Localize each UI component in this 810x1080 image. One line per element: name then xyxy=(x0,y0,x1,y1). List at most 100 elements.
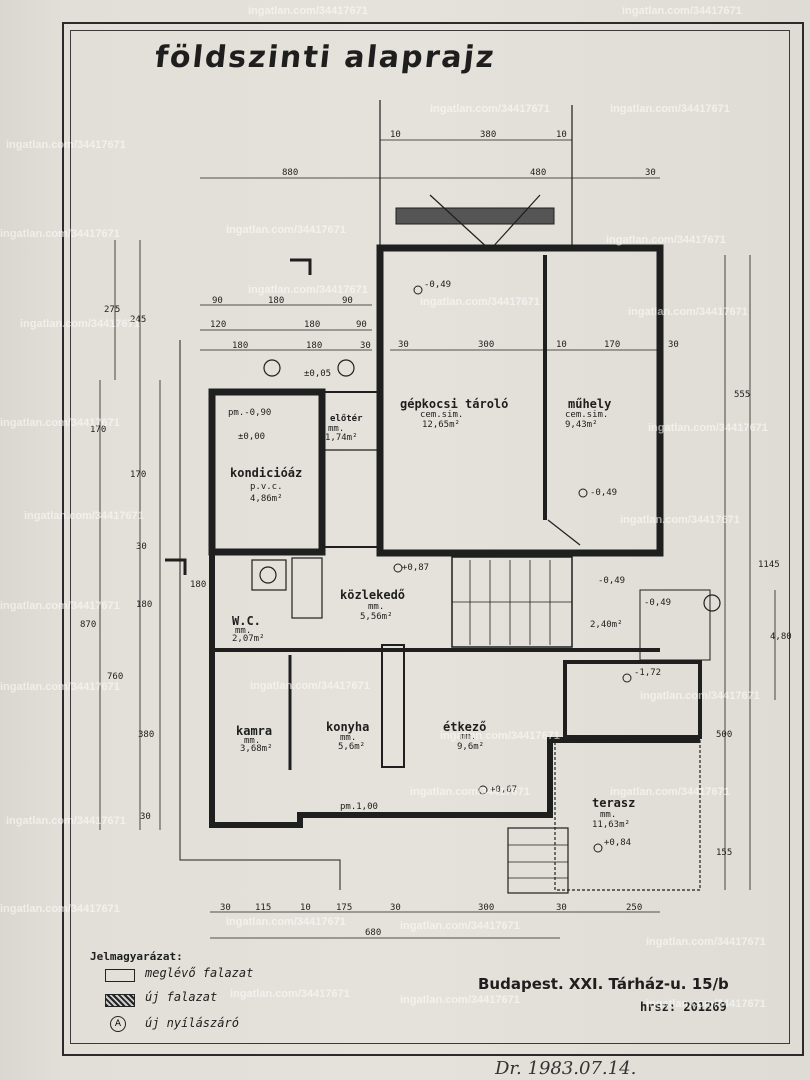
level-label: ±0,00 xyxy=(238,432,266,442)
dimension-label: 880 xyxy=(282,168,299,178)
level-label: -1,72 xyxy=(634,668,662,678)
watermark-text: ingatlan.com/34417671 xyxy=(646,998,766,1010)
watermark-text: ingatlan.com/34417671 xyxy=(226,224,346,236)
dimension-label: 10 xyxy=(300,903,311,913)
new-opening-symbol-icon: A xyxy=(110,1016,126,1032)
room-stair-area: 2,40m² xyxy=(590,620,623,630)
dimension-label: 30 xyxy=(398,340,409,350)
signature-date: Dr. 1983.07.14. xyxy=(495,1058,637,1079)
dimension-label: 680 xyxy=(365,928,382,938)
room-dining-floor: mm. xyxy=(460,732,477,742)
room-garage-name: gépkocsi tároló xyxy=(400,397,509,411)
dimension-label: 1145 xyxy=(758,560,780,570)
watermark-text: ingatlan.com/34417671 xyxy=(226,916,346,928)
watermark-text: ingatlan.com/34417671 xyxy=(248,5,368,17)
room-closet-name: előtér xyxy=(330,414,363,424)
dimension-label: 180 xyxy=(304,320,321,330)
level-label: +0,87 xyxy=(402,563,430,573)
dimension-label: 500 xyxy=(716,730,733,740)
level-label: -0,49 xyxy=(590,488,618,498)
dimension-label: 10 xyxy=(390,130,401,140)
dimension-label: 10 xyxy=(556,130,567,140)
watermark-text: ingatlan.com/34417671 xyxy=(6,139,126,151)
watermark-text: ingatlan.com/34417671 xyxy=(646,936,766,948)
dimension-label: 90 xyxy=(356,320,367,330)
address: Budapest. XXI. Tárház-u. 15/b xyxy=(478,975,729,993)
room-garage-floor: cem.sim. xyxy=(420,410,464,420)
room-conditioning-name: kondicióáz xyxy=(230,466,303,480)
watermark-text: ingatlan.com/34417671 xyxy=(20,318,140,330)
room-conditioning-floor: p.v.c. xyxy=(250,482,283,492)
legend-new-wall-swatch xyxy=(105,994,135,1007)
watermark-text: ingatlan.com/34417671 xyxy=(648,422,768,434)
dimension-label: 30 xyxy=(645,168,656,178)
room-terrace-floor: mm. xyxy=(600,810,617,820)
level-label: -0,49 xyxy=(424,280,452,290)
room-wc-name: W.C. xyxy=(232,614,261,628)
dimension-label: 480 xyxy=(530,168,547,178)
watermark-text: ingatlan.com/34417671 xyxy=(410,786,530,798)
level-label: -0,49 xyxy=(644,598,672,608)
legend-existing-wall-swatch xyxy=(105,969,135,982)
room-workshop-area: 9,43m² xyxy=(565,420,598,430)
dimension-label: 380 xyxy=(138,730,155,740)
room-pantry-area: 3,68m² xyxy=(240,744,273,754)
room-workshop-floor: cem.sim. xyxy=(565,410,609,420)
room-conditioning-area: 4,86m² xyxy=(250,494,283,504)
inner-frame xyxy=(70,30,790,1044)
watermark-text: ingatlan.com/34417671 xyxy=(420,296,540,308)
level-label: pm.-0,90 xyxy=(228,408,272,418)
watermark-text: ingatlan.com/34417671 xyxy=(640,690,760,702)
room-hall-name: közlekedő xyxy=(340,588,406,602)
dimension-label: 300 xyxy=(478,340,495,350)
watermark-text: ingatlan.com/34417671 xyxy=(430,103,550,115)
outer-frame xyxy=(62,22,804,1056)
watermark-text: ingatlan.com/34417671 xyxy=(0,228,120,240)
dimension-label: 760 xyxy=(107,672,124,682)
dimension-label: 155 xyxy=(716,848,733,858)
room-kitchen-area: 5,6m² xyxy=(338,742,366,752)
watermark-text: ingatlan.com/34417671 xyxy=(230,988,350,1000)
watermark-text: ingatlan.com/34417671 xyxy=(0,417,120,429)
dimension-label: 115 xyxy=(255,903,272,913)
watermark-text: ingatlan.com/34417671 xyxy=(0,681,120,693)
dimension-label: 300 xyxy=(478,903,495,913)
level-label: pm.1,00 xyxy=(340,802,378,812)
dimension-label: 175 xyxy=(336,903,353,913)
dimension-label: 170 xyxy=(604,340,621,350)
dimension-label: 555 xyxy=(734,390,751,400)
dimension-label: 380 xyxy=(480,130,497,140)
dimension-label: 4,80 xyxy=(770,632,792,642)
level-label: -0,49 xyxy=(598,576,626,586)
dimension-label: 120 xyxy=(210,320,227,330)
watermark-text: ingatlan.com/34417671 xyxy=(622,5,742,17)
room-workshop-name: műhely xyxy=(568,397,612,411)
room-hall-floor: mm. xyxy=(368,602,385,612)
room-dining-area: 9,6m² xyxy=(457,742,485,752)
dimension-label: 180 xyxy=(232,341,249,351)
room-terrace-area: 11,63m² xyxy=(592,820,630,830)
dimension-label: 90 xyxy=(342,296,353,306)
dimension-label: 170 xyxy=(130,470,147,480)
watermark-text: ingatlan.com/34417671 xyxy=(440,730,560,742)
watermark-text: ingatlan.com/34417671 xyxy=(0,903,120,915)
watermark-text: ingatlan.com/34417671 xyxy=(248,284,368,296)
room-kitchen-floor: mm. xyxy=(340,733,357,743)
dimension-label: 180 xyxy=(306,341,323,351)
dimension-label: 30 xyxy=(390,903,401,913)
page-title: földszinti alaprajz xyxy=(153,40,498,75)
level-label: ±0,05 xyxy=(304,369,332,379)
watermark-text: ingatlan.com/34417671 xyxy=(0,600,120,612)
level-label: +0,67 xyxy=(490,785,518,795)
watermark-text: ingatlan.com/34417671 xyxy=(606,234,726,246)
dimension-label: 30 xyxy=(220,903,231,913)
dimension-label: 275 xyxy=(104,305,121,315)
dimension-label: 30 xyxy=(556,903,567,913)
dimension-label: 170 xyxy=(90,425,107,435)
watermark-text: ingatlan.com/34417671 xyxy=(620,514,740,526)
dimension-label: 10 xyxy=(556,340,567,350)
dimension-label: 30 xyxy=(668,340,679,350)
level-label: +0,84 xyxy=(604,838,632,848)
